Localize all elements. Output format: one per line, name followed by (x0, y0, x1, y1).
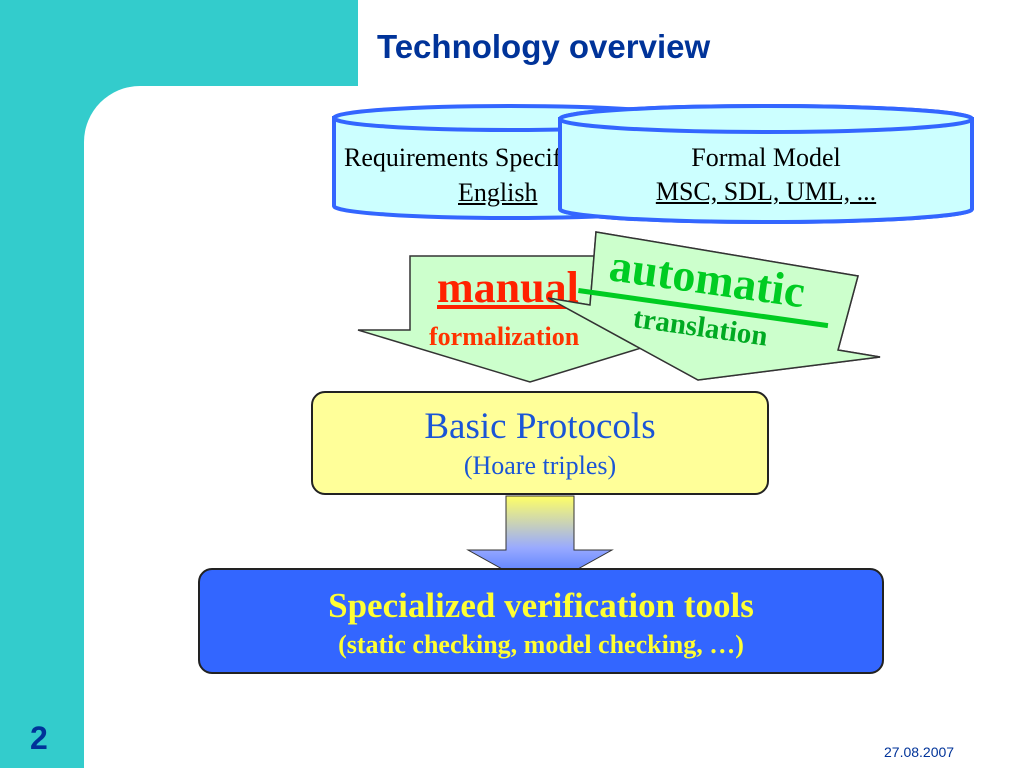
manual-label: manual (437, 263, 579, 312)
page-number: 2 (30, 720, 48, 756)
requirements-line2: English (458, 178, 538, 207)
slide-title: Technology overview (377, 28, 711, 65)
basic-protocols-subtitle: (Hoare triples) (463, 451, 617, 480)
formal-model-line1: Formal Model (691, 143, 841, 172)
formal-model-line2: MSC, SDL, UML, ... (655, 177, 877, 206)
verification-tools-title: Specialized verification tools (328, 586, 754, 625)
slide-date: 27.08.2007 (884, 744, 955, 760)
formal-model-cylinder-label: Formal Model MSC, SDL, UML, ... (560, 141, 972, 209)
verification-tools-box: Specialized verification tools (static c… (198, 568, 884, 674)
basic-protocols-title: Basic Protocols (424, 406, 656, 447)
formalization-label: formalization (429, 322, 580, 351)
teal-left-band (0, 0, 84, 768)
verification-tools-subtitle: (static checking, model checking, …) (338, 630, 744, 659)
basic-protocols-box: Basic Protocols (Hoare triples) (311, 391, 769, 495)
